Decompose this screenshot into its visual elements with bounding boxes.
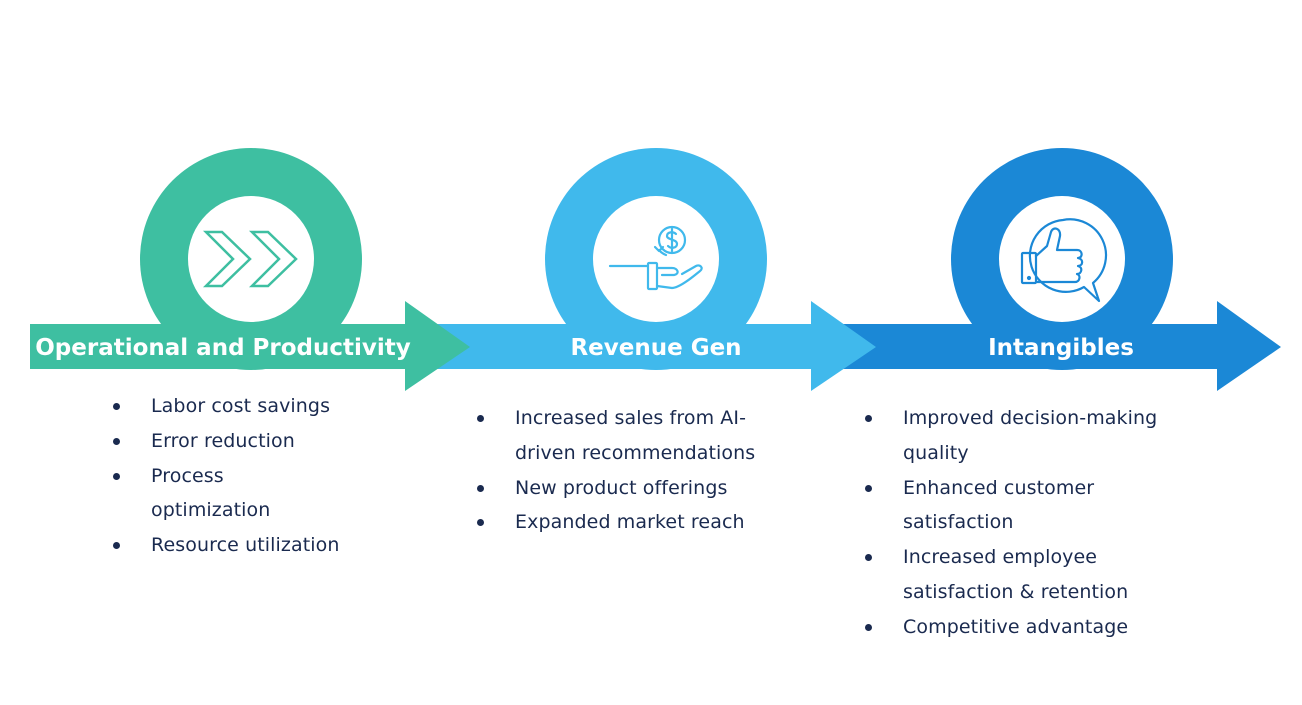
stage-2-ring bbox=[545, 148, 767, 370]
stage-2-bullet-list: Increased sales from AI-driven recommend… bbox=[477, 401, 797, 540]
list-item: Error reduction bbox=[113, 424, 368, 459]
stage-2-arrow bbox=[432, 301, 876, 391]
stage-1-title: Operational and Productivity bbox=[35, 335, 411, 361]
hand-dollar-coin-icon bbox=[608, 225, 703, 291]
stage-1-bullet-list: Labor cost savings Error reduction Proce… bbox=[113, 389, 368, 563]
list-item: New product offerings bbox=[477, 471, 797, 506]
list-item: Process optimization bbox=[113, 459, 281, 529]
thumbs-up-speech-bubble-icon bbox=[1020, 218, 1108, 303]
list-item: Resource utilization bbox=[113, 528, 368, 563]
list-item: Labor cost savings bbox=[113, 389, 368, 424]
stage-2-title: Revenue Gen bbox=[570, 335, 741, 361]
list-item: Enhanced customer satisfaction bbox=[865, 471, 1123, 541]
list-item: Improved decision-making quality bbox=[865, 401, 1188, 471]
stage-1-arrow bbox=[30, 301, 470, 391]
list-item: Competitive advantage bbox=[865, 610, 1165, 645]
stage-3-bullet-list: Improved decision-making quality Enhance… bbox=[865, 401, 1165, 645]
stage-3-title: Intangibles bbox=[988, 335, 1134, 361]
list-item: Increased employee satisfaction & retent… bbox=[865, 540, 1148, 610]
double-chevron-right-icon bbox=[202, 230, 298, 288]
list-item: Increased sales from AI-driven recommend… bbox=[477, 401, 805, 471]
list-item: Expanded market reach bbox=[477, 505, 797, 540]
stage-3-arrow bbox=[838, 301, 1281, 391]
